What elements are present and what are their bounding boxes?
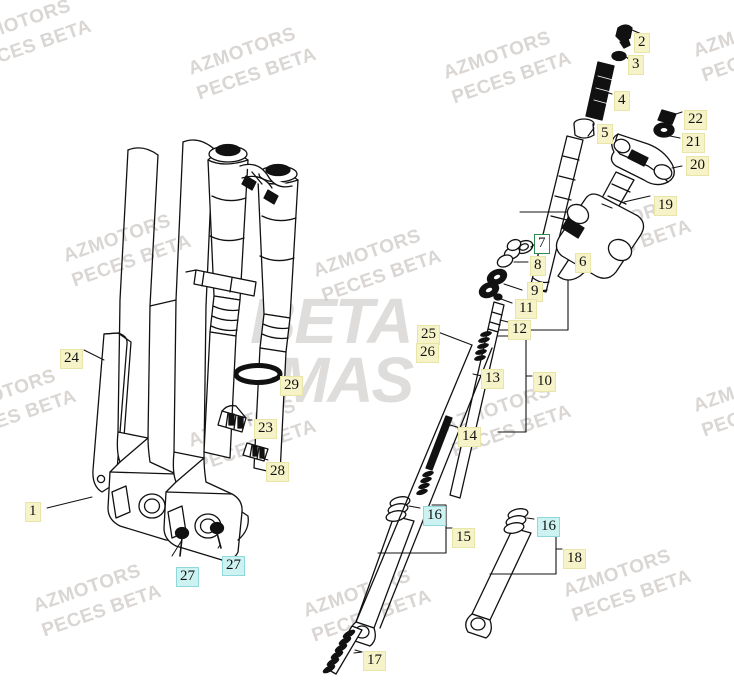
part-27-bolt [209, 521, 225, 549]
callout-16-right[interactable]: 16 [537, 517, 560, 537]
callout-5[interactable]: 5 [597, 124, 613, 144]
part-4-spring-rod [585, 61, 615, 121]
callout-4[interactable]: 4 [614, 91, 630, 111]
part-18-lower-tube [465, 508, 535, 639]
part-23-clamp [217, 404, 247, 433]
part-5-spacer [573, 118, 595, 139]
part-25-26-outer-tube [355, 344, 493, 629]
callout-14[interactable]: 14 [458, 427, 481, 447]
callout-24[interactable]: 24 [60, 349, 83, 369]
callout-17[interactable]: 17 [363, 651, 386, 671]
part-20-upper-triple-clamp [610, 133, 683, 186]
callout-27-left[interactable]: 27 [176, 567, 199, 587]
callout-18[interactable]: 18 [563, 549, 586, 569]
part-14-rebound-rod [416, 415, 461, 496]
callout-9[interactable]: 9 [527, 282, 543, 302]
callout-23[interactable]: 23 [254, 419, 277, 439]
callout-6[interactable]: 6 [575, 253, 591, 273]
callout-1[interactable]: 1 [25, 502, 41, 522]
callout-26[interactable]: 26 [416, 343, 439, 363]
leader-25-26 [437, 331, 473, 346]
callout-15[interactable]: 15 [452, 528, 475, 548]
part-11-bolt [493, 293, 513, 304]
part-12-damper-piston [487, 301, 509, 333]
part-9-oil-seal [486, 268, 523, 291]
callout-25[interactable]: 25 [417, 325, 440, 345]
part-21-bushing [653, 122, 681, 139]
callout-28[interactable]: 28 [266, 462, 289, 482]
callout-7[interactable]: 7 [534, 234, 550, 254]
callout-10[interactable]: 10 [533, 372, 556, 392]
callout-29[interactable]: 29 [280, 376, 303, 396]
callout-20[interactable]: 20 [686, 156, 709, 176]
callout-12[interactable]: 12 [508, 320, 531, 340]
callout-3[interactable]: 3 [628, 55, 644, 75]
callout-16-left[interactable]: 16 [423, 506, 446, 526]
callout-leader-lines [46, 349, 467, 654]
part-16-seals [503, 508, 529, 534]
callout-2[interactable]: 2 [634, 33, 650, 53]
callout-13[interactable]: 13 [481, 369, 504, 389]
callout-8[interactable]: 8 [530, 256, 546, 276]
callout-22[interactable]: 22 [684, 110, 707, 130]
bracket-15 [377, 504, 453, 554]
part-29-o-ring [233, 363, 283, 385]
part-17-spring [322, 625, 363, 675]
part-8-washers [496, 238, 529, 268]
callout-19[interactable]: 19 [654, 196, 677, 216]
callout-27-right[interactable]: 27 [222, 556, 245, 576]
part-22-bolt [657, 109, 683, 125]
callout-21[interactable]: 21 [682, 133, 705, 153]
callout-11[interactable]: 11 [515, 299, 538, 319]
part-1-fork-slider-left [107, 147, 187, 541]
part-9-oil-seal-extra [478, 281, 500, 299]
